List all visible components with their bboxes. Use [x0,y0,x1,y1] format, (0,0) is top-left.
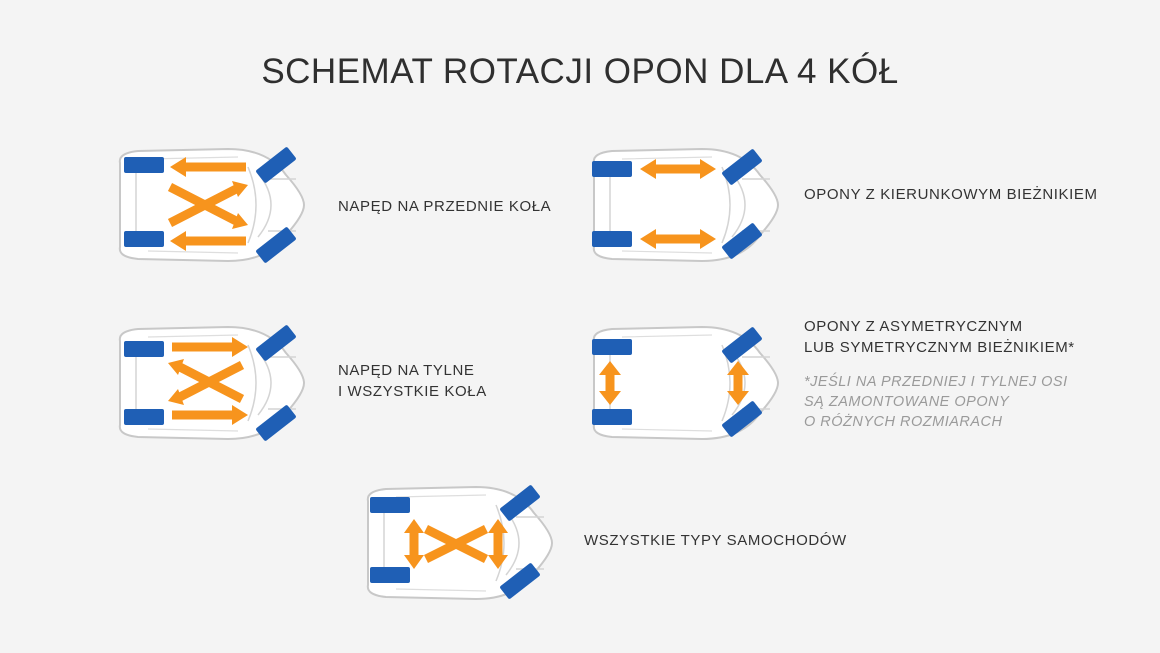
tire-front-right [256,227,296,263]
tire-rear-right [370,567,410,583]
scheme-label-all: WSZYSTKIE TYPY SAMOCHODÓW [584,530,847,551]
asymmetric-footnote: *JEŚLI NA PRZEDNIEJ I TYLNEJ OSI SĄ ZAMO… [804,372,1068,432]
tire-front-left [256,325,296,361]
scheme-label-asymmetric: OPONY Z ASYMETRYCZNYM LUB SYMETRYCZNYM B… [804,316,1075,358]
tire-front-right [256,405,296,441]
tire-rear-left [592,161,632,177]
tire-rear-right [592,409,632,425]
tire-rear-left [124,341,164,357]
tire-rear-left [124,157,164,173]
tire-front-right [500,563,540,599]
car-diagram-rwd-awd [118,325,306,441]
rotation-arrows [172,342,245,420]
label-line: OPONY Z ASYMETRYCZNYM [804,318,1023,335]
scheme-label-directional: OPONY Z KIERUNKOWYM BIEŻNIKIEM [804,184,1098,205]
tire-front-left [256,147,296,183]
rotation-arrows [605,373,743,393]
car-diagram-all [366,485,553,600]
page-title: SCHEMAT ROTACJI OPON DLA 4 KÓŁ [261,52,899,91]
tire-front-left [500,485,540,521]
label-line: NAPĘD NA TYLNE [338,362,475,379]
label-line: I WSZYSTKIE KOŁA [338,383,487,400]
tire-front-right [722,223,762,259]
label-line: LUB SYMETRYCZNYM BIEŻNIKIEM* [804,339,1075,356]
label-line: OPONY Z KIERUNKOWYM BIEŻNIKIEM [804,186,1098,203]
rotation-arrows [167,162,246,246]
tire-rear-right [592,231,632,247]
tire-rear-left [592,339,632,355]
label-line: NAPĘD NA PRZEDNIE KOŁA [338,198,552,215]
tire-front-left [722,149,762,185]
car-diagram-fwd [118,147,306,263]
tire-rear-right [124,409,164,425]
tire-front-right [722,401,762,437]
car-diagram-asymmetric [592,326,779,440]
scheme-label-rwd-awd: NAPĘD NA TYLNE I WSZYSTKIE KOŁA [338,360,487,402]
tire-rear-left [370,497,410,513]
note-line: *JEŚLI NA PRZEDNIEJ I TYLNEJ OSI [804,374,1068,390]
label-line: WSZYSTKIE TYPY SAMOCHODÓW [584,532,847,549]
scheme-label-fwd: NAPĘD NA PRZEDNIE KOŁA [338,196,551,217]
tire-front-left [722,327,762,363]
note-line: SĄ ZAMONTOWANE OPONY [804,394,1010,410]
rotation-arrows [656,164,700,244]
note-line: O RÓŻNYCH ROZMIARACH [804,414,1003,430]
tire-rear-right [124,231,164,247]
rotation-arrows [409,524,503,564]
car-diagram-directional [592,148,779,262]
